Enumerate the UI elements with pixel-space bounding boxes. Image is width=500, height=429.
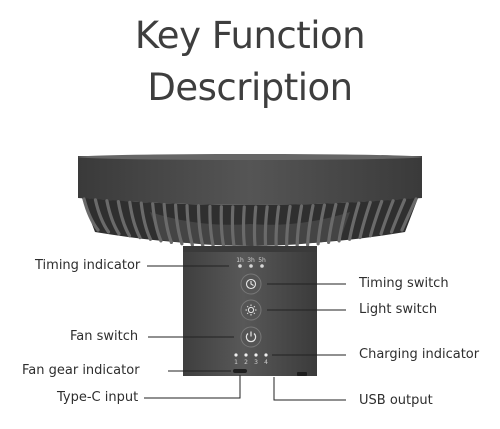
fan-head: [78, 154, 422, 250]
label-light-switch: Light switch: [359, 302, 438, 317]
timing-switch-button[interactable]: [240, 273, 262, 295]
timer-led-3h: [249, 264, 253, 268]
grille-bar: [162, 202, 173, 244]
grille-bar: [208, 204, 215, 249]
grille-bar: [389, 198, 407, 234]
title-line-1: Key Function: [134, 14, 366, 57]
fan-grille: [82, 197, 418, 250]
fan-switch-button[interactable]: [240, 326, 262, 348]
gear-mark-3: 3: [254, 359, 258, 366]
type-c-port[interactable]: [233, 369, 247, 373]
grille-bar: [316, 203, 327, 246]
gear-mark-1: 1: [234, 359, 238, 366]
grille-bar: [230, 205, 236, 250]
grille-bar: [252, 205, 258, 250]
grille-bar: [173, 203, 184, 246]
usb-port[interactable]: [297, 372, 307, 376]
grille-bar: [358, 200, 372, 240]
label-charging-indicator: Charging indicator: [359, 347, 480, 362]
sun-icon: [245, 304, 257, 316]
grille-bar: [379, 199, 395, 236]
grille-bar: [196, 204, 205, 248]
timer-led-5h: [260, 264, 264, 268]
leader-type-c-input: [144, 375, 241, 399]
label-timing-indicator: Timing indicator: [35, 258, 141, 273]
grille-bar: [139, 201, 153, 241]
grille-bar: [295, 204, 304, 248]
gear-mark-2: 2: [244, 359, 248, 366]
timer-mark-3h: 3h: [247, 257, 255, 264]
timer-mark-1h: 1h: [236, 257, 244, 264]
gear-led-3: [254, 353, 258, 357]
grille-bar: [241, 205, 247, 250]
gear-mark-4: 4: [264, 359, 268, 366]
label-usb-output: USB output: [359, 393, 433, 408]
power-icon: [245, 331, 257, 343]
grille-bar: [327, 202, 338, 244]
leader-usb-output: [273, 377, 346, 401]
grille-bar: [185, 204, 194, 247]
grille-bar: [274, 205, 281, 249]
grille-bar: [105, 199, 121, 236]
timer-led-1h: [238, 264, 242, 268]
leader-lines: [144, 265, 346, 401]
label-fan-gear-indicator: Fan gear indicator: [22, 363, 140, 378]
gear-led-1: [234, 353, 238, 357]
grille-bar: [219, 205, 226, 249]
grille-bar: [93, 198, 111, 234]
timer-mark-5h: 5h: [258, 257, 266, 264]
grille-bar: [82, 197, 100, 232]
grille-bar: [306, 204, 315, 247]
grille-bar: [128, 200, 142, 240]
fan-body: 1h 3h 5h: [183, 246, 317, 376]
gear-led-2: [244, 353, 248, 357]
label-fan-switch: Fan switch: [70, 329, 139, 344]
light-switch-button[interactable]: [240, 299, 262, 321]
grille-bar: [347, 201, 361, 241]
title-line-2: Description: [147, 66, 353, 109]
grille-bar: [337, 202, 349, 243]
grille-bar: [368, 199, 384, 238]
grille-bar: [151, 202, 163, 243]
grille-bar: [285, 204, 292, 249]
gear-led-4: [264, 353, 268, 357]
label-type-c-input: Type-C input: [57, 390, 139, 405]
grille-bar: [116, 199, 132, 238]
grille-bar: [263, 205, 269, 250]
grille-bar: [400, 197, 418, 232]
label-timing-switch: Timing switch: [359, 276, 449, 291]
clock-icon: [245, 278, 257, 290]
